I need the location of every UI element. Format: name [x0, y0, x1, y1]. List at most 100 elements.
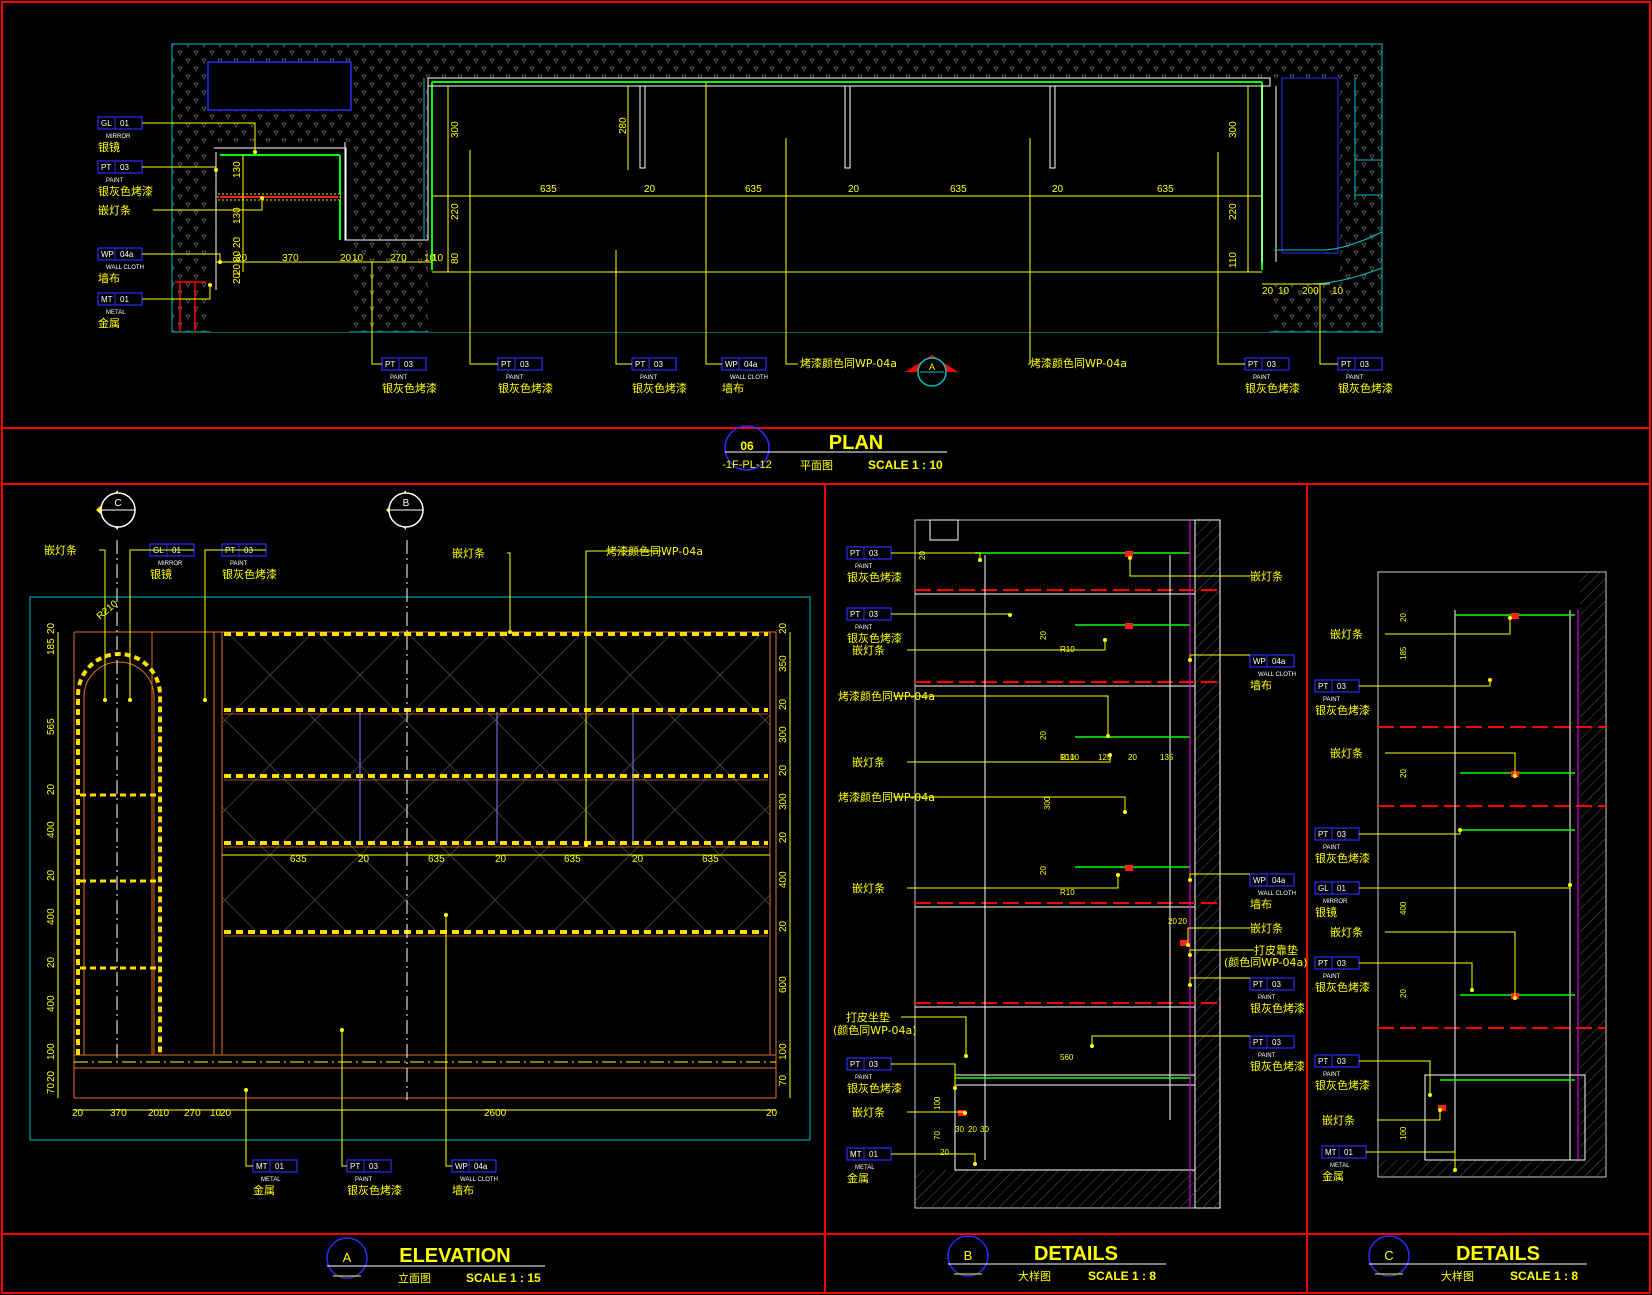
detail-b-title-block: B DETAILS 大样图 SCALE 1 : 8 [947, 1235, 1166, 1283]
material-name-cn: 银镜 [1315, 905, 1337, 919]
elevation-title-scale: SCALE 1 : 15 [466, 1271, 541, 1285]
section-marker-b-label: B [403, 498, 410, 509]
material-name-en: MIRROR [1323, 899, 1348, 905]
dimension-text: 20 [340, 253, 352, 264]
material-code: WP [101, 250, 114, 259]
dimension-text: 20 [46, 1070, 57, 1082]
material-number: 03 [869, 1060, 878, 1069]
material-code: WP [725, 360, 738, 369]
material-name-cn: 银灰色烤漆 [1250, 1001, 1305, 1015]
material-callout: (颜色同WP-04a) [833, 1023, 917, 1037]
annotation-text: (颜色同WP-04a) [1224, 955, 1308, 969]
section-marker-a: A [905, 355, 958, 387]
material-code: MT [850, 1150, 862, 1159]
annotation-text: 嵌灯条 [98, 203, 131, 217]
material-name-en: WALL CLOTH [1258, 672, 1296, 678]
dimension-text: 20 [358, 854, 370, 865]
material-code: MT [256, 1162, 268, 1171]
dimension-text: 20 [1168, 917, 1177, 926]
material-callout: 嵌灯条 [852, 753, 1112, 769]
material-callout: 嵌灯条 [452, 546, 512, 634]
dimension-text: 20 [1399, 769, 1408, 778]
elevation-title-cn: 立面图 [398, 1271, 431, 1285]
dimension-text: 220 [450, 203, 461, 220]
material-name-cn: 银灰色烤漆 [498, 381, 553, 395]
dimension-text: 30 [955, 1125, 964, 1134]
elevation-title-block: A ELEVATION 立面图 SCALE 1 : 15 [326, 1237, 545, 1285]
dimension-text: 20 [778, 920, 789, 932]
dimension-text: 20 [632, 854, 644, 865]
material-name-cn: 墙布 [1250, 678, 1272, 692]
material-callout: 嵌灯条 [44, 543, 107, 702]
material-name-cn: 银灰色烤漆 [632, 381, 687, 395]
material-number: 03 [869, 549, 878, 558]
material-code: PT [1318, 830, 1328, 839]
dimension-text: 20 [232, 263, 243, 275]
material-callout: 嵌灯条 [1250, 569, 1283, 583]
material-name-en: METAL [261, 1177, 281, 1183]
material-name-cn: 墙布 [452, 1183, 474, 1197]
arched-mirror [76, 652, 162, 1055]
material-name-cn: 墙布 [722, 381, 744, 395]
material-name-cn: 银灰色烤漆 [98, 184, 153, 198]
material-code: PT [1341, 360, 1351, 369]
annotation-text: 打皮坐垫 [846, 1010, 890, 1024]
material-name-en: WALL CLOTH [730, 375, 768, 381]
plan-title-reference: -1F-PL-12 [722, 459, 772, 471]
dimension-text: 20 [232, 236, 243, 248]
elevation-view: 2018556520400204002040010020702035020300… [29, 490, 811, 1197]
material-name-en: PAINT [230, 561, 248, 567]
section-marker-c-label: C [114, 498, 121, 509]
material-number: 03 [1337, 830, 1346, 839]
dimension-text: 2600 [484, 1108, 507, 1119]
material-code: PT [1253, 980, 1263, 989]
dimension-text: 20 [1052, 184, 1064, 195]
annotation-text: 嵌灯条 [1330, 627, 1363, 641]
material-name-cn: 银灰色烤漆 [1315, 703, 1370, 717]
material-code: MT [1325, 1148, 1337, 1157]
dimension-text: 370 [282, 253, 299, 264]
dimension-text: 20 [766, 1108, 778, 1119]
dimension-text: 20 [1128, 753, 1137, 762]
dimension-text: 10 [352, 253, 364, 264]
dimension-text: 635 [540, 184, 557, 195]
material-code: PT [1253, 1038, 1263, 1047]
material-callout: 嵌灯条 [1322, 1108, 1442, 1127]
material-name-en: PAINT [855, 1075, 873, 1081]
material-number: 01 [120, 119, 129, 128]
material-name-en: PAINT [1323, 845, 1341, 851]
dimension-text: 635 [1157, 184, 1174, 195]
dimension-text: 400 [46, 995, 57, 1012]
material-number: 04a [1272, 657, 1286, 666]
material-name-en: PAINT [1323, 974, 1341, 980]
material-name-en: PAINT [390, 375, 408, 381]
material-number: 04a [120, 250, 134, 259]
dimension-text: 400 [46, 821, 57, 838]
dimension-text: 20 [72, 1108, 84, 1119]
material-callout: 嵌灯条 [98, 196, 264, 217]
dimension-text: 20 [220, 1108, 232, 1119]
material-number: 01 [869, 1150, 878, 1159]
material-name-en: MIRROR [106, 134, 131, 140]
dimension-text: 80 [450, 252, 461, 264]
detail-b-title-scale: SCALE 1 : 8 [1088, 1269, 1156, 1283]
material-code: GL [1318, 884, 1329, 893]
dimension-text: 370 [110, 1108, 127, 1119]
